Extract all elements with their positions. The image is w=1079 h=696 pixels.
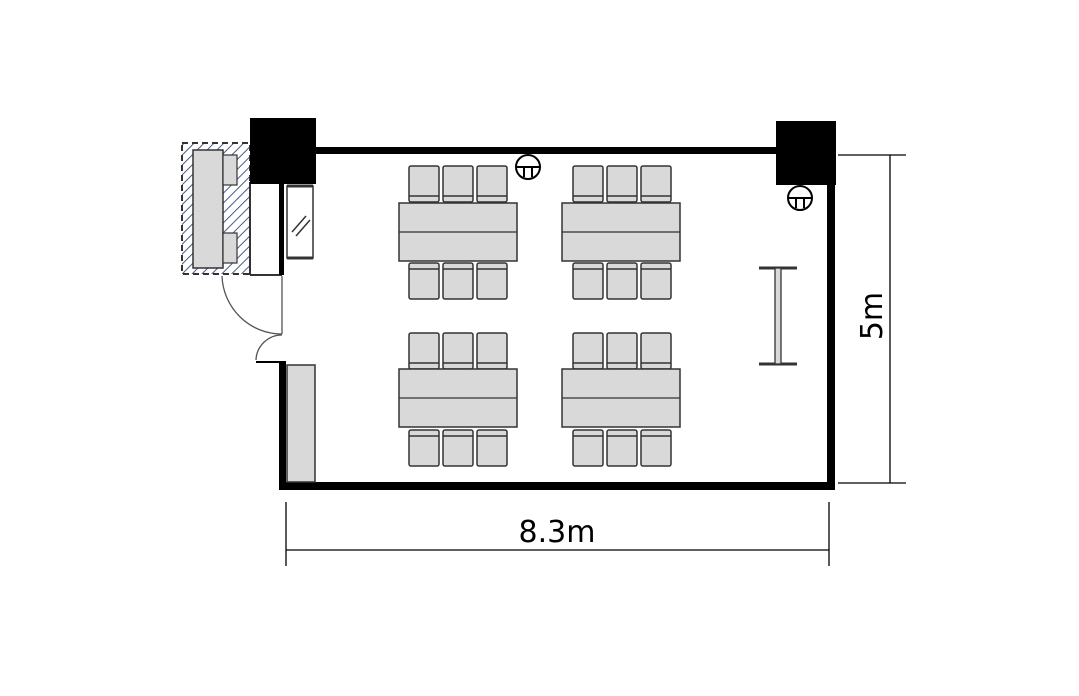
chair-icon — [476, 429, 508, 467]
door-icon — [221, 275, 283, 361]
chair-icon — [640, 332, 672, 370]
chair-icon — [606, 165, 638, 203]
chair-icon — [476, 262, 508, 300]
chair-icon — [476, 165, 508, 203]
chair-icon — [606, 262, 638, 300]
chair-icon — [476, 332, 508, 370]
chair-icon — [408, 262, 440, 300]
outlet-icon — [515, 154, 541, 180]
chair-icon — [640, 165, 672, 203]
chair-icon — [572, 165, 604, 203]
chair-icon — [606, 429, 638, 467]
chair-icon — [640, 429, 672, 467]
outlet-icon — [787, 185, 813, 211]
shelf-icon — [286, 184, 314, 260]
width-label: 8.3m — [519, 515, 596, 550]
whiteboard-icon — [759, 266, 797, 366]
height-dimension: 5m — [838, 154, 906, 484]
chair-icon — [442, 332, 474, 370]
table-group — [561, 165, 681, 300]
chair-icon — [408, 165, 440, 203]
chair-icon — [572, 262, 604, 300]
entry-alcove — [249, 182, 282, 276]
table-group — [398, 332, 518, 467]
chair-icon — [572, 429, 604, 467]
room-walls — [250, 147, 835, 490]
chair-icon — [640, 262, 672, 300]
chair-icon — [606, 332, 638, 370]
table-group — [561, 332, 681, 467]
chair-icon — [408, 429, 440, 467]
chair-icon — [442, 165, 474, 203]
width-dimension: 8.3m — [285, 502, 830, 566]
chair-icon — [572, 332, 604, 370]
side-counter — [286, 364, 316, 483]
pillar-icon — [776, 121, 836, 185]
height-label: 5m — [855, 292, 890, 340]
storage-cabinet — [181, 142, 251, 275]
pillar-icon — [250, 118, 316, 184]
chair-icon — [442, 429, 474, 467]
chair-icon — [442, 262, 474, 300]
chair-icon — [408, 332, 440, 370]
table-group — [398, 165, 518, 300]
